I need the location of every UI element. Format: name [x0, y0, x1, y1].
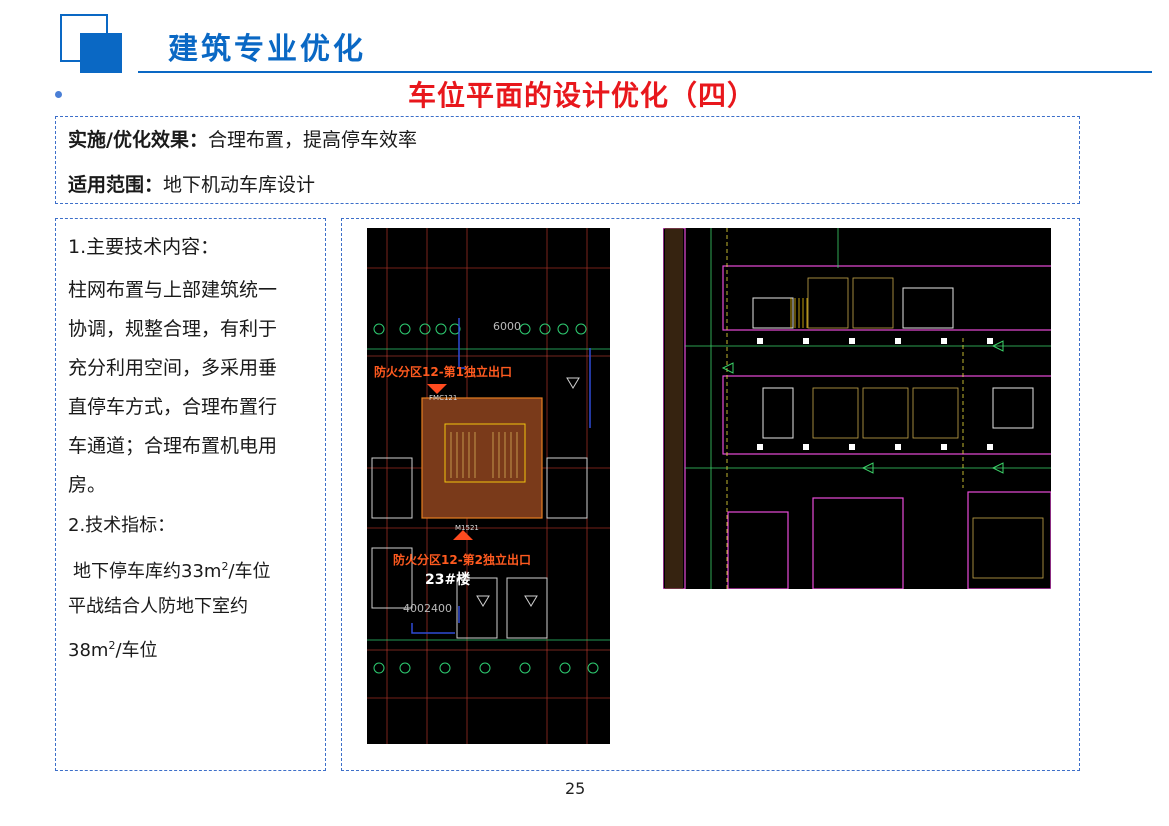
exit-label-1: 防火分区12-第1独立出口: [374, 364, 512, 379]
content-line: 车通道；合理布置机电用: [68, 435, 278, 457]
exit-label-2: 防火分区12-第2独立出口: [393, 552, 531, 567]
effect-line: 实施/优化效果：合理布置，提高停车效率: [68, 125, 417, 152]
door-tag-2: M1521: [455, 524, 479, 532]
content-line: 充分利用空间，多采用垂: [68, 357, 278, 379]
section-title: 建筑专业优化: [168, 32, 366, 67]
page-number: 25: [565, 779, 586, 798]
heading-main-content: 1.主要技术内容：: [68, 236, 220, 258]
main-content-text: 柱网布置与上部建筑统一 协调，规整合理，有利于 充分利用空间，多采用垂 直停车方…: [68, 271, 320, 505]
content-line: 直停车方式，合理布置行: [68, 396, 278, 418]
scope-label: 适用范围：: [68, 174, 164, 196]
content-line: 房。: [68, 474, 107, 496]
building-label: 23#楼: [425, 571, 470, 588]
slide-title: 车位平面的设计优化（四）: [408, 79, 757, 112]
door-tag-1: FMC121: [429, 394, 457, 402]
scope-text: 地下机动车库设计: [163, 174, 316, 196]
effect-text: 合理布置，提高停车效率: [207, 129, 417, 151]
content-line: 协调，规整合理，有利于: [68, 318, 278, 340]
content-line: 柱网布置与上部建筑统一: [68, 279, 278, 301]
drawings-box: [341, 218, 1080, 771]
effect-label: 实施/优化效果：: [68, 129, 208, 151]
logo-square-fill: [80, 33, 122, 73]
cad-svg-2: [663, 228, 1051, 589]
cad-svg-1: 防火分区12-第1独立出口 防火分区12-第2独立出口 23#楼 6000 40…: [367, 228, 610, 744]
heading-indicators: 2.技术指标：: [68, 515, 176, 536]
scope-line: 适用范围：地下机动车库设计: [68, 170, 315, 197]
cad-drawing-parking-plan: [663, 228, 1051, 589]
metric-civil-defense: 平战结合人防地下室约 38m2/车位: [68, 596, 248, 661]
cad-drawing-stair-core: 防火分区12-第1独立出口 防火分区12-第2独立出口 23#楼 6000 40…: [367, 228, 610, 744]
summary-box: 实施/优化效果：合理布置，提高停车效率 适用范围：地下机动车库设计: [55, 116, 1080, 204]
bullet-dot-icon: [55, 91, 62, 98]
header-divider: [138, 71, 1152, 73]
dimension-top: 6000: [493, 320, 521, 333]
technical-content-box: 1.主要技术内容： 柱网布置与上部建筑统一 协调，规整合理，有利于 充分利用空间…: [55, 218, 326, 771]
dimension-bottom: 4002400: [403, 602, 452, 615]
metric-garage: 地下停车库约33m2/车位: [73, 560, 271, 582]
